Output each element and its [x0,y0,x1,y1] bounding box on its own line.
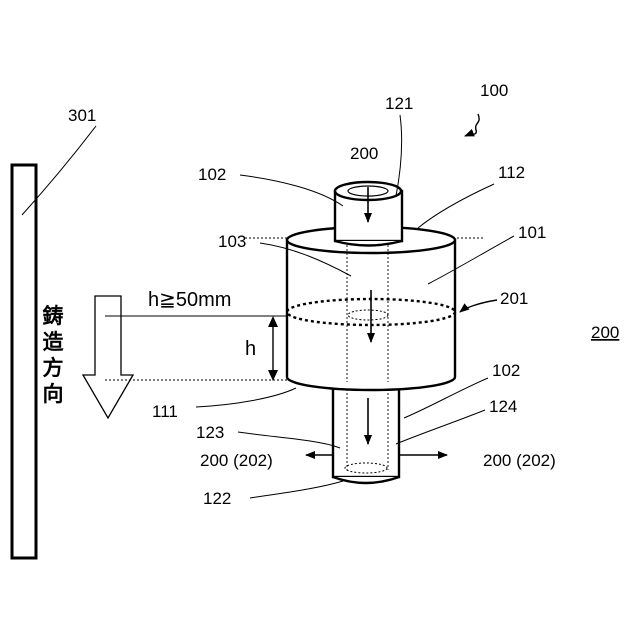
label-fig-number: 100 [480,81,508,100]
casting-direction-char-2: 造 [43,330,65,354]
label-outflow-right: 200 (202) [483,451,556,470]
casting-direction-char-3: 方 [43,356,64,380]
lower-tube-bottom-curve [333,477,399,483]
label-inlet-top: 121 [385,94,413,113]
leader-line-201 [460,300,497,312]
label-port-left: 123 [196,423,224,442]
label-port-right: 124 [489,397,517,416]
leader-line-124 [396,410,485,444]
lower-nozzle-tube [333,385,399,477]
leader-line-102-top [240,175,343,206]
label-bottom-surface: 111 [152,402,178,421]
leader-line-121 [396,115,402,196]
mold-plate [12,165,36,558]
leader-line-122 [250,481,343,498]
figure-pointer-squiggle [465,114,479,136]
h-arrow-bottom [268,370,278,381]
label-top-surface: 112 [498,163,525,182]
label-nozzle-lower: 102 [492,361,520,380]
label-mold: 301 [68,106,96,125]
label-inner-bore: 103 [218,232,246,251]
casting-direction-char-1: 鋳 [43,304,64,328]
label-bottom-end: 122 [203,489,231,508]
casting-direction-char-4: 向 [43,382,64,406]
label-height-condition: h≧50mm [148,289,231,311]
label-right-ref: 200 [591,323,619,342]
label-outflow-left: 200 (202) [200,451,273,470]
label-nozzle-upper: 102 [198,165,226,184]
label-body: 101 [518,223,546,242]
label-mid-section: 201 [500,289,528,308]
label-h-symbol: h [245,338,256,360]
casting-direction-arrow [83,296,133,418]
h-arrow-top [268,316,278,327]
leader-line-112 [418,184,494,228]
leader-line-123 [238,432,340,448]
label-flow-in: 200 [350,144,378,163]
leader-line-111 [196,388,296,407]
